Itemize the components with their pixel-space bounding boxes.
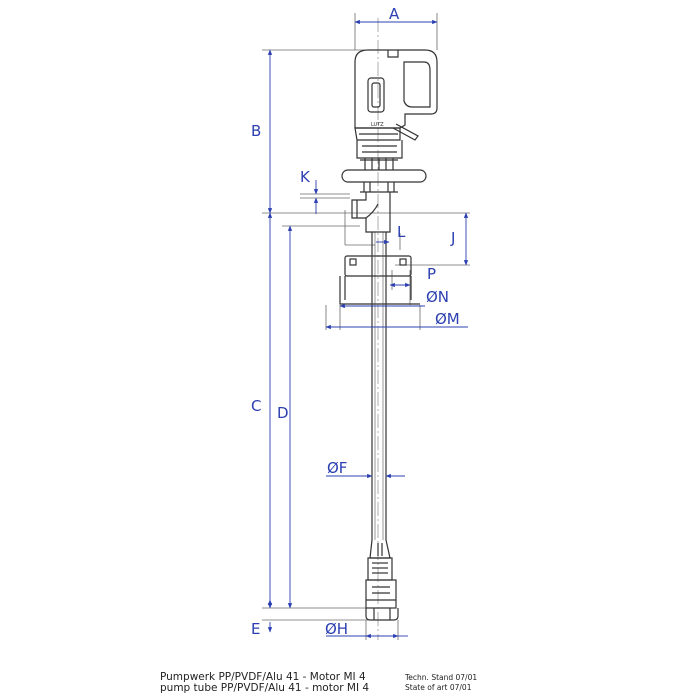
drawing-revision: Techn. Stand 07/01 State of art 07/01 (405, 673, 477, 693)
revision-german: Techn. Stand 07/01 (405, 673, 478, 682)
dim-label-b: B (251, 122, 261, 140)
drawing-caption: Pumpwerk PP/PVDF/Alu 41 - Motor MI 4 pum… (160, 672, 369, 694)
caption-german: Pumpwerk PP/PVDF/Alu 41 - Motor MI 4 (160, 671, 366, 683)
dim-label-p: P (427, 265, 436, 283)
motor-body (354, 49, 438, 170)
caption-english: pump tube PP/PVDF/Alu 41 - motor MI 4 (160, 682, 370, 694)
dim-label-h: ØH (325, 620, 348, 638)
dim-label-j: J (450, 229, 455, 247)
dimension-lines (267, 19, 469, 639)
pump-foot (365, 539, 399, 621)
dim-label-f: ØF (327, 459, 347, 477)
revision-english: State of art 07/01 (405, 683, 472, 692)
dim-label-a: A (389, 5, 400, 23)
dim-label-e: E (251, 620, 260, 638)
dim-label-m: ØM (435, 310, 460, 328)
dim-label-n: ØN (426, 288, 449, 306)
dim-label-l: L (397, 223, 406, 241)
dim-label-k: K (300, 168, 311, 186)
motor-brand-mark: LUTZ (371, 122, 384, 128)
pump-tube (371, 232, 387, 540)
dim-label-c: C (251, 397, 261, 415)
dim-label-d: D (277, 404, 289, 422)
bung-adapter (339, 255, 420, 305)
flange (341, 169, 427, 193)
